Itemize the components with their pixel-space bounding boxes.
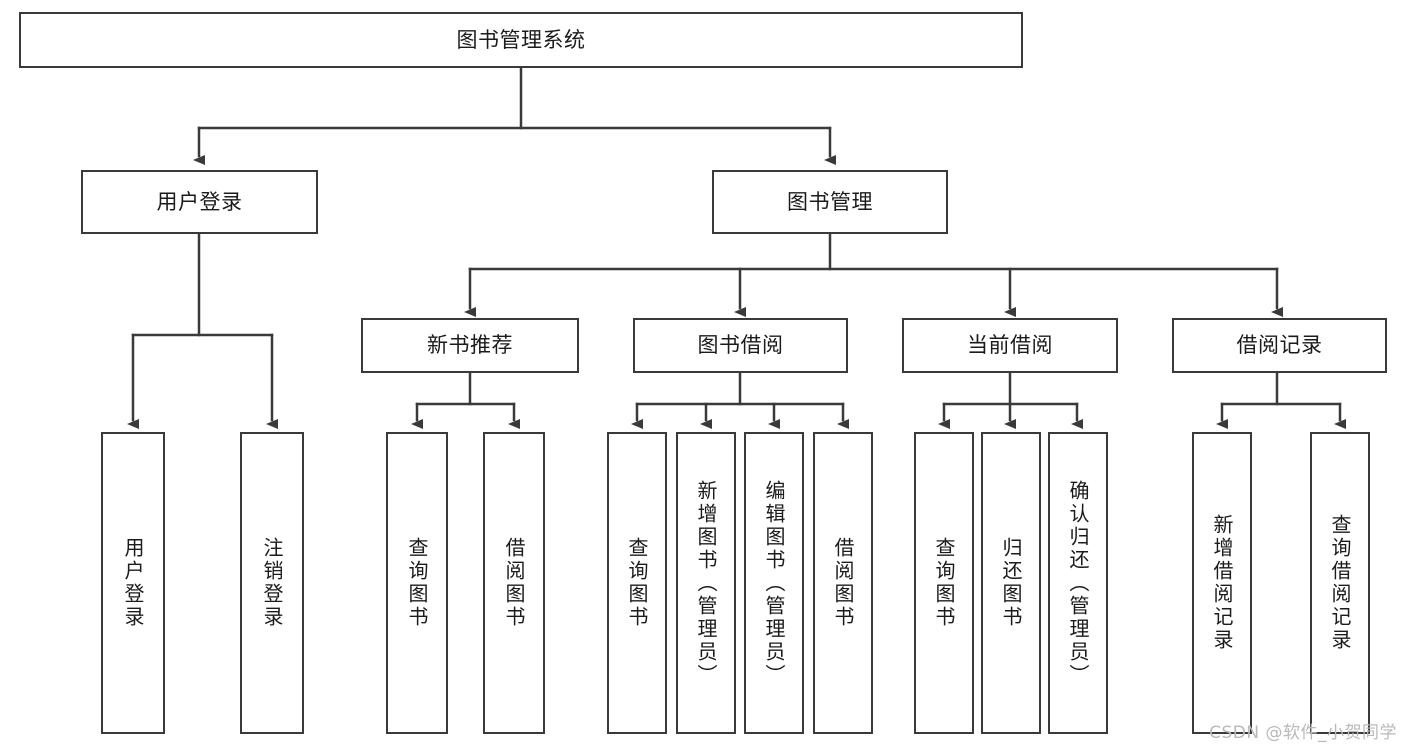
- node-leaf-user-logout[interactable]: 注销登录: [240, 432, 304, 734]
- node-leaf-add-record[interactable]: 新增借阅记录: [1192, 432, 1252, 734]
- node-leaf-edit-book-label: 编辑图书（管理员）: [762, 479, 786, 687]
- node-leaf-user-login-label: 用户登录: [121, 537, 145, 629]
- node-book-borrow[interactable]: 图书借阅: [633, 318, 848, 373]
- node-leaf-borrow-book-2-label: 借阅图书: [831, 537, 855, 629]
- node-new-book-rec-label: 新书推荐: [427, 333, 513, 358]
- node-current-borrow[interactable]: 当前借阅: [902, 318, 1118, 373]
- node-leaf-query-book-2-label: 查询图书: [625, 537, 649, 629]
- node-leaf-query-book-2[interactable]: 查询图书: [607, 432, 667, 734]
- node-leaf-confirm-return-label: 确认归还（管理员）: [1066, 479, 1090, 687]
- node-leaf-query-record[interactable]: 查询借阅记录: [1310, 432, 1370, 734]
- node-leaf-add-book[interactable]: 新增图书（管理员）: [676, 432, 736, 734]
- node-new-book-rec[interactable]: 新书推荐: [361, 318, 579, 373]
- node-leaf-query-record-label: 查询借阅记录: [1328, 514, 1352, 652]
- node-borrow-record[interactable]: 借阅记录: [1172, 318, 1387, 373]
- node-leaf-borrow-book-1-label: 借阅图书: [502, 537, 526, 629]
- node-leaf-add-book-label: 新增图书（管理员）: [694, 479, 718, 687]
- node-leaf-query-book-1[interactable]: 查询图书: [386, 432, 448, 734]
- node-book-borrow-label: 图书借阅: [697, 333, 784, 358]
- node-leaf-confirm-return[interactable]: 确认归还（管理员）: [1048, 432, 1108, 734]
- node-book-manage[interactable]: 图书管理: [712, 170, 948, 234]
- node-current-borrow-label: 当前借阅: [967, 333, 1053, 358]
- node-leaf-return-book[interactable]: 归还图书: [981, 432, 1041, 734]
- node-root-label: 图书管理系统: [456, 27, 586, 52]
- node-leaf-query-book-3-label: 查询图书: [932, 537, 956, 629]
- node-user-login[interactable]: 用户登录: [81, 170, 318, 234]
- node-leaf-user-login[interactable]: 用户登录: [101, 432, 165, 734]
- csdn-watermark: CSDN @软件_小贺同学: [1209, 723, 1397, 743]
- node-book-manage-label: 图书管理: [787, 189, 873, 214]
- node-leaf-borrow-book-1[interactable]: 借阅图书: [483, 432, 545, 734]
- node-root[interactable]: 图书管理系统: [19, 12, 1023, 68]
- node-leaf-add-record-label: 新增借阅记录: [1210, 514, 1234, 652]
- node-leaf-borrow-book-2[interactable]: 借阅图书: [813, 432, 873, 734]
- node-leaf-query-book-1-label: 查询图书: [405, 537, 429, 629]
- node-user-login-label: 用户登录: [156, 189, 243, 214]
- node-borrow-record-label: 借阅记录: [1236, 333, 1323, 358]
- node-leaf-return-book-label: 归还图书: [999, 537, 1023, 629]
- node-leaf-edit-book[interactable]: 编辑图书（管理员）: [744, 432, 804, 734]
- node-leaf-query-book-3[interactable]: 查询图书: [914, 432, 974, 734]
- node-leaf-user-logout-label: 注销登录: [260, 537, 284, 629]
